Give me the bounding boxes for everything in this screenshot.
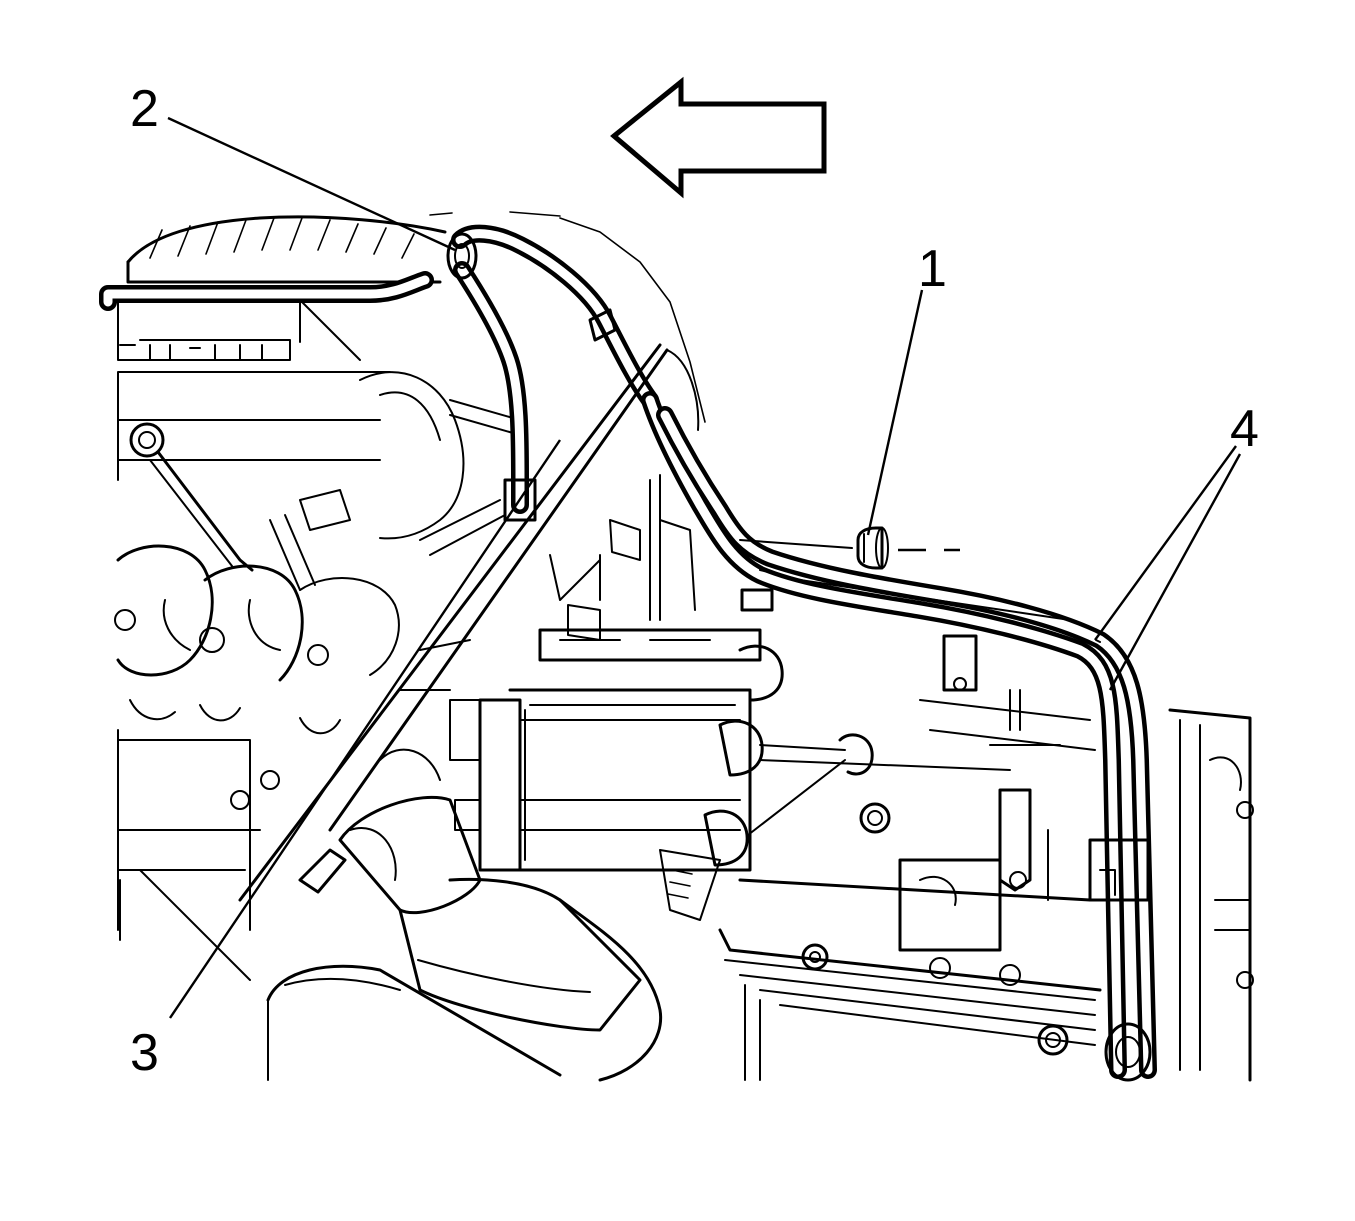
crossmember [399, 519, 721, 921]
engine-intake-manifold [117, 211, 706, 481]
transmission-housing [478, 474, 1102, 1081]
cooler-line-nut [856, 526, 889, 570]
exhaust-manifold [114, 544, 400, 931]
cooler-lines-pair [641, 391, 1157, 1082]
cooler-hose-connector [446, 224, 659, 522]
leader-line-3 [169, 439, 561, 1019]
starter-motor [298, 748, 663, 1082]
leader-line-4a [1094, 445, 1237, 641]
callout-1: 1 [918, 240, 947, 298]
direction-arrow-icon [610, 76, 827, 199]
bellhousing-right [1168, 708, 1254, 1082]
leader-lines [167, 116, 1242, 1019]
leader-line-1 [866, 289, 924, 536]
leader-line-2 [167, 116, 456, 252]
cooler-line-rod [238, 343, 700, 902]
wiring-harness [269, 371, 521, 591]
callout-4: 4 [1230, 400, 1259, 458]
lower-panel [119, 869, 562, 1081]
upper-cooler-hose [99, 271, 434, 311]
stud-line [739, 539, 853, 549]
callout-2: 2 [130, 80, 159, 138]
callout-3: 3 [130, 1024, 159, 1082]
leader-line-4b [1108, 453, 1242, 691]
